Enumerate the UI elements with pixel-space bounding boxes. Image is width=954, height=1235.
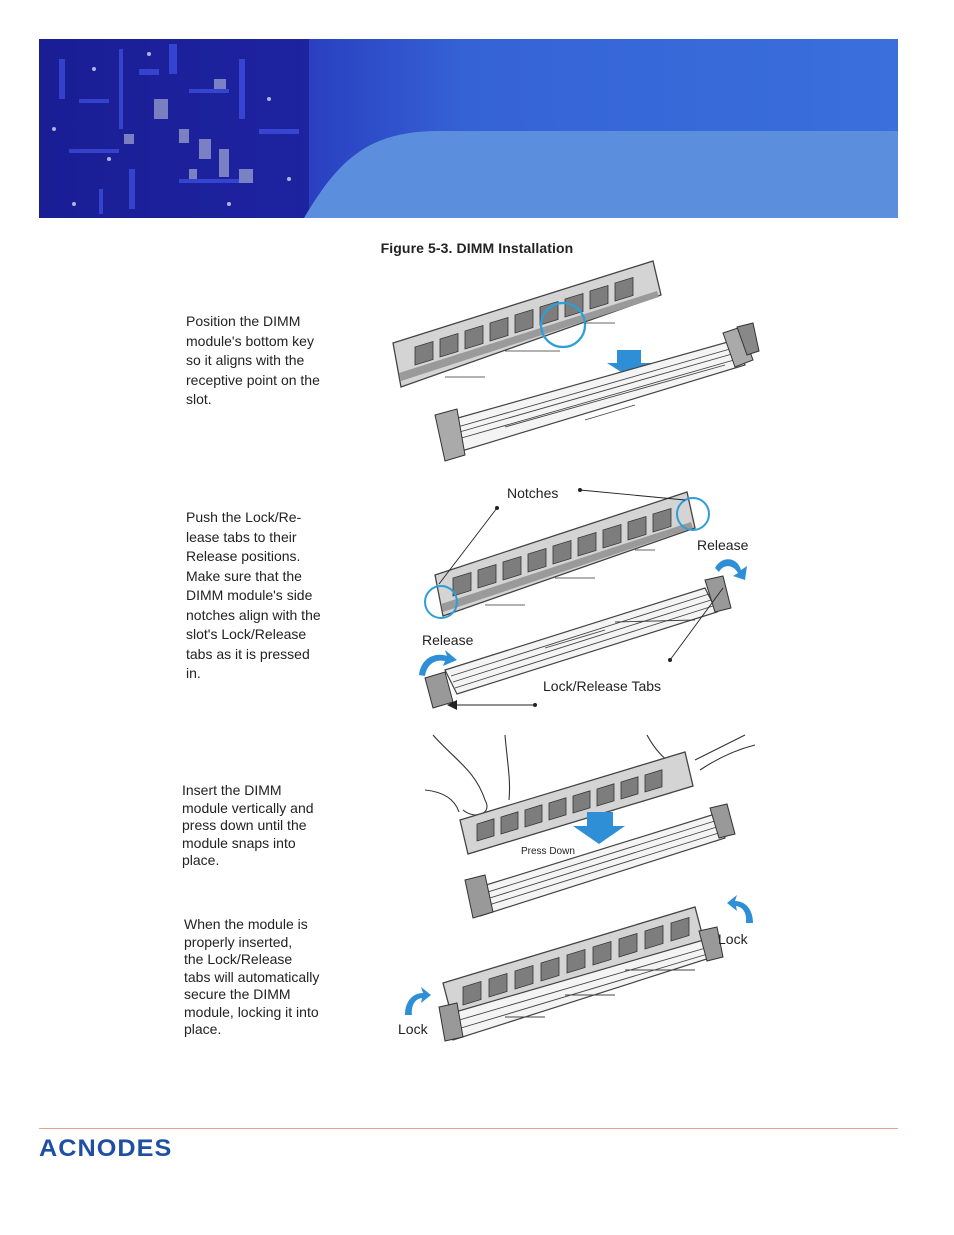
press-down-arrow-icon <box>573 812 625 844</box>
lock-left-arrow-icon <box>405 987 431 1015</box>
lock-left-label: Lock <box>398 1021 428 1037</box>
release-right-arrow-icon <box>715 559 747 580</box>
press-down-illustration <box>424 734 756 919</box>
release-tabs-illustration <box>419 488 747 710</box>
footer-divider <box>39 1128 898 1129</box>
step-2-instruction: Push the Lock/Re- lease tabs to their Re… <box>186 509 321 681</box>
step-3-instruction: Insert the DIMM module vertically and pr… <box>182 782 314 868</box>
header-banner <box>39 39 898 218</box>
step-4-instruction: When the module is properly inserted, th… <box>184 916 320 1037</box>
release-left-label: Release <box>422 632 474 648</box>
circuit-board-banner-image <box>39 39 898 218</box>
press-down-label: Press Down <box>521 846 575 857</box>
locked-module-illustration <box>405 895 753 1042</box>
step-1-instruction: Position the DIMM module's bottom key so… <box>186 313 320 407</box>
lock-right-arrow-icon <box>727 895 753 923</box>
acnodes-logo: ACNODES <box>39 1135 173 1162</box>
arrow-down-icon <box>607 350 651 377</box>
figure-title: Figure 5-3. DIMM Installation <box>380 240 574 256</box>
lock-right-label: Lock <box>718 931 748 947</box>
release-left-arrow-icon <box>419 650 457 676</box>
release-right-label: Release <box>697 537 749 553</box>
dimm-alignment-illustration <box>392 260 760 462</box>
notches-label: Notches <box>507 485 559 501</box>
lock-release-tabs-label: Lock/Release Tabs <box>543 678 662 694</box>
